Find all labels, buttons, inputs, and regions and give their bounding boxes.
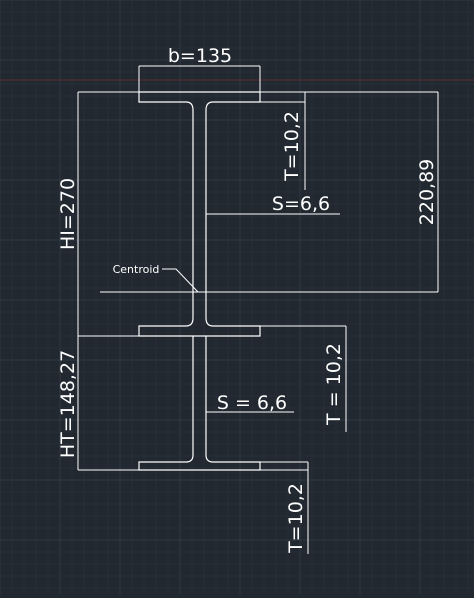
i-height-label: HI=270 <box>57 178 79 250</box>
web-top-thickness-label: S=6,6 <box>272 193 330 215</box>
width-label: b=135 <box>168 45 232 67</box>
t-height-label: HT=148,27 <box>57 350 79 458</box>
flange-bottom-thickness-label: T=10,2 <box>285 483 307 554</box>
flange-mid-thickness-label: T = 10,2 <box>323 343 345 426</box>
centroid-label: Centroid <box>113 263 160 276</box>
t-beam-profile <box>138 336 261 471</box>
web-bottom-thickness-label: S = 6,6 <box>217 392 287 414</box>
centroid-distance-label: 220,89 <box>416 159 438 225</box>
flange-top-thickness-label: T=10,2 <box>281 111 303 182</box>
dimension-lines <box>77 65 439 554</box>
